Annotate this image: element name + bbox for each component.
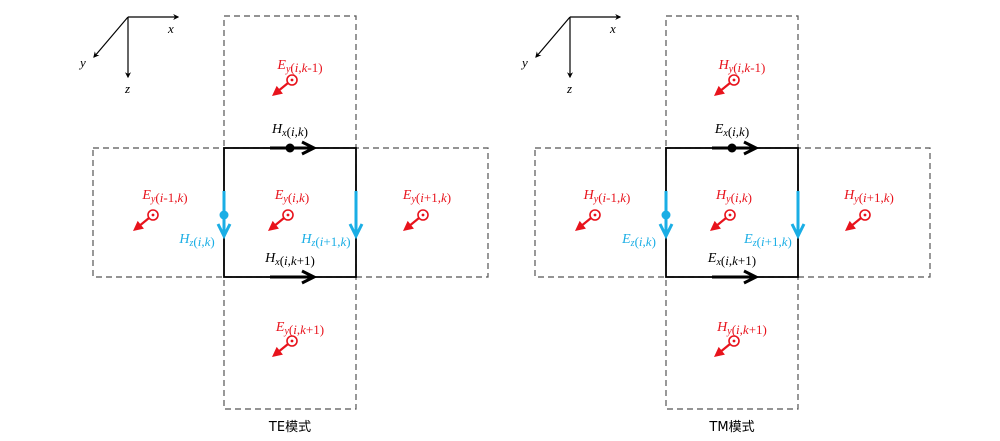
panel-tm: x y z Hy(i,k-1) Hy(i-1,k) Hy(i,k) Hy(i+1,k) Hy(… (520, 14, 931, 435)
axes-triad: x y z (78, 14, 180, 96)
x-axis-label: x (167, 21, 174, 36)
cell-label-right: Hy(i+1,k) (843, 188, 894, 205)
edge-arrow-bottom (270, 269, 318, 285)
edge-arrow-right (790, 191, 806, 240)
axes-triad: x y z (520, 14, 622, 96)
edge-label-bottom: Ex(i,k+1) (707, 251, 756, 268)
cell-symbol-top (272, 74, 298, 96)
cell-label-bottom: Ey(i,k+1) (275, 320, 324, 337)
cell-label-left: Hy(i-1,k) (583, 188, 631, 205)
cell-symbol-bottom (272, 335, 298, 357)
edge-label-top: Hx(i,k) (271, 122, 308, 139)
cell-symbol-left (575, 209, 601, 231)
y-axis-line (93, 16, 129, 58)
cell-symbol-center (268, 209, 294, 231)
cell-symbol-bottom (714, 335, 740, 357)
cell-label-right: Ey(i+1,k) (402, 188, 451, 205)
cell-symbol-right (845, 209, 871, 231)
edge-label-right: Ez(i+1,k) (743, 232, 792, 249)
cell-symbol-center (710, 209, 736, 231)
cell-label-bottom: Hy(i,k+1) (716, 320, 767, 337)
edge-arrow-left (216, 191, 232, 240)
edge-arrow-bottom (712, 269, 760, 285)
z-axis-label: z (124, 81, 130, 96)
panel-caption: TE模式 (268, 420, 311, 435)
cell-symbol-top (714, 74, 740, 96)
edge-label-right: Hz(i+1,k) (300, 232, 350, 249)
y-axis-label: y (520, 55, 528, 70)
edge-label-bottom: Hx(i,k+1) (264, 251, 315, 268)
edge-arrow-left (658, 191, 674, 240)
cell-symbol-right (403, 209, 429, 231)
cell-label-center: Hy(i,k) (715, 188, 752, 205)
y-axis-label: y (78, 55, 86, 70)
cell-label-top: Hy(i,k-1) (718, 58, 766, 75)
panel-te: x y z Ey(i,k-1) Ey(i-1,k) Ey(i,k) Ey(i+1,k) Ey(… (78, 14, 489, 435)
edge-label-top: Ex(i,k) (714, 122, 749, 139)
panel-caption: TM模式 (708, 420, 754, 435)
x-axis-label: x (609, 21, 616, 36)
edge-label-left: Ez(i,k) (621, 232, 656, 249)
edge-arrow-top (712, 140, 760, 156)
edge-label-left: Hz(i,k) (178, 232, 214, 249)
edge-arrow-right (348, 191, 364, 240)
cell-label-center: Ey(i,k) (274, 188, 309, 205)
cell-label-left: Ey(i-1,k) (141, 188, 187, 205)
cell-symbol-left (133, 209, 159, 231)
z-axis-label: z (566, 81, 572, 96)
y-axis-line (535, 16, 571, 58)
edge-arrow-top (270, 140, 318, 156)
cell-label-top: Ey(i,k-1) (276, 58, 322, 75)
